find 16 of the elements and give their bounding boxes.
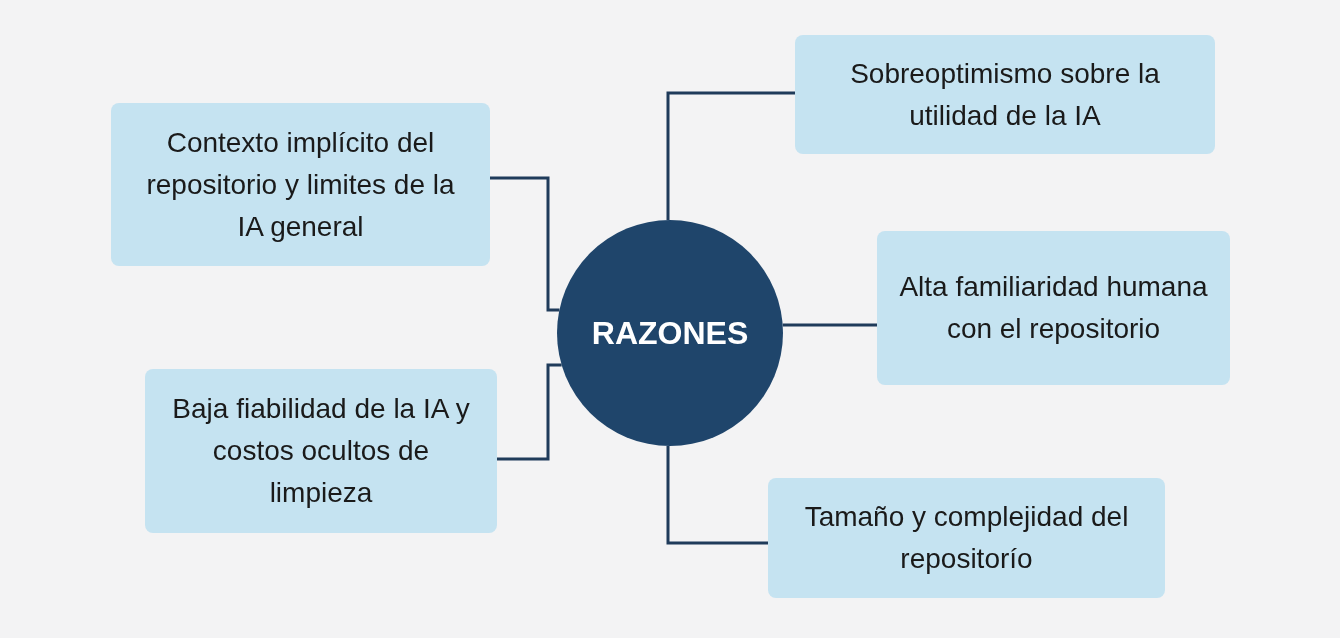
reason-text: Contexto implícito del repositorio y limites de la IA general [145,125,456,244]
reason-text: Baja fiabilidad de la IA y costos ocultos de limpieza [171,392,471,510]
reason-box [795,35,1215,154]
connector-line [666,446,768,545]
connector-line [497,363,562,461]
reason-text: Tamaño y complejidad del repositorío [803,500,1130,576]
connector-line [666,91,795,220]
reason-text: Alta familiaridad humana con el repositorio [899,270,1208,346]
reason-text: Sobreoptimismo sobre la utilidad de la IA [849,56,1161,133]
connector-line [490,176,560,312]
connector-line [782,323,877,327]
reason-box [145,369,497,533]
reason-box [877,231,1230,385]
reason-box [768,478,1165,598]
center-title: RAZONES [591,314,749,352]
reason-box [111,103,490,266]
